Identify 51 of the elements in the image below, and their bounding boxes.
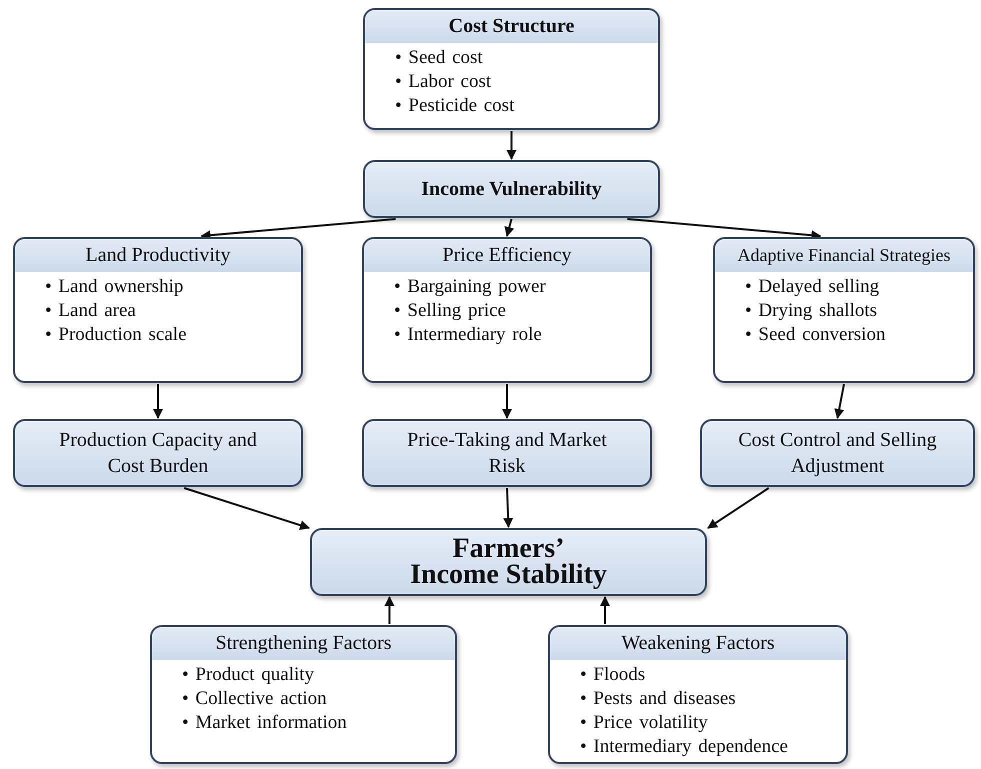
- bullet-item: • Selling price: [394, 299, 507, 323]
- arrow: [834, 384, 845, 419]
- bullet-item: • Collective action: [182, 687, 328, 711]
- arrow: [503, 488, 514, 528]
- arrow: [184, 487, 310, 530]
- arrow: [506, 131, 516, 160]
- process-box: [363, 160, 660, 218]
- bullet-item: • Seed conversion: [745, 323, 886, 347]
- outcome-box: [310, 528, 707, 596]
- box-heading: Price Efficiency: [364, 239, 650, 272]
- box-title: Income Vulnerability: [420, 177, 603, 202]
- box-heading: Strengthening Factors: [152, 627, 455, 660]
- factor-box: [713, 237, 975, 383]
- bullet-item: • Drying shallots: [745, 299, 878, 323]
- box-title: Cost Control and Selling Adjustment: [737, 428, 938, 479]
- box-title: Production Capacity and Cost Burden: [58, 428, 258, 479]
- bullet-item: • Production scale: [45, 323, 188, 347]
- factor-box: [150, 625, 457, 764]
- arrow: [384, 596, 394, 624]
- box-heading: Adaptive Financial Strategies: [715, 239, 973, 272]
- box-heading: Cost Structure: [365, 10, 658, 43]
- box-heading: Weakening Factors: [550, 627, 846, 660]
- box-title: Farmers’ Income Stability: [409, 536, 608, 588]
- bullet-item: • Labor cost: [395, 70, 492, 94]
- arrow: [707, 487, 770, 529]
- arrow: [502, 384, 512, 419]
- process-box: [13, 419, 303, 487]
- bullet-item: • Intermediary role: [394, 323, 543, 347]
- arrow: [600, 596, 610, 624]
- bullet-item: • Price volatility: [580, 711, 709, 735]
- bullet-item: • Delayed selling: [745, 275, 880, 299]
- bullet-item: • Pests and diseases: [580, 687, 737, 711]
- bullet-item: • Market information: [182, 711, 348, 735]
- factor-box: [13, 237, 303, 383]
- factor-box: [548, 625, 848, 764]
- bullet-item: • Pesticide cost: [395, 94, 516, 118]
- box-title: Price-Taking and Market Risk: [406, 428, 608, 479]
- arrow: [504, 218, 514, 237]
- factor-box: [363, 8, 660, 130]
- bullet-item: • Floods: [580, 663, 646, 687]
- bullet-item: • Land area: [45, 299, 137, 323]
- process-box: [362, 419, 652, 487]
- bullet-item: • Seed cost: [395, 46, 484, 70]
- bullet-item: • Intermediary dependence: [580, 735, 789, 759]
- arrow: [153, 384, 163, 419]
- process-box: [700, 419, 975, 487]
- factor-box: [362, 237, 652, 383]
- bullet-item: • Bargaining power: [394, 275, 547, 299]
- bullet-item: • Product quality: [182, 663, 316, 687]
- box-heading: Land Productivity: [15, 239, 301, 272]
- bullet-item: • Land ownership: [45, 275, 184, 299]
